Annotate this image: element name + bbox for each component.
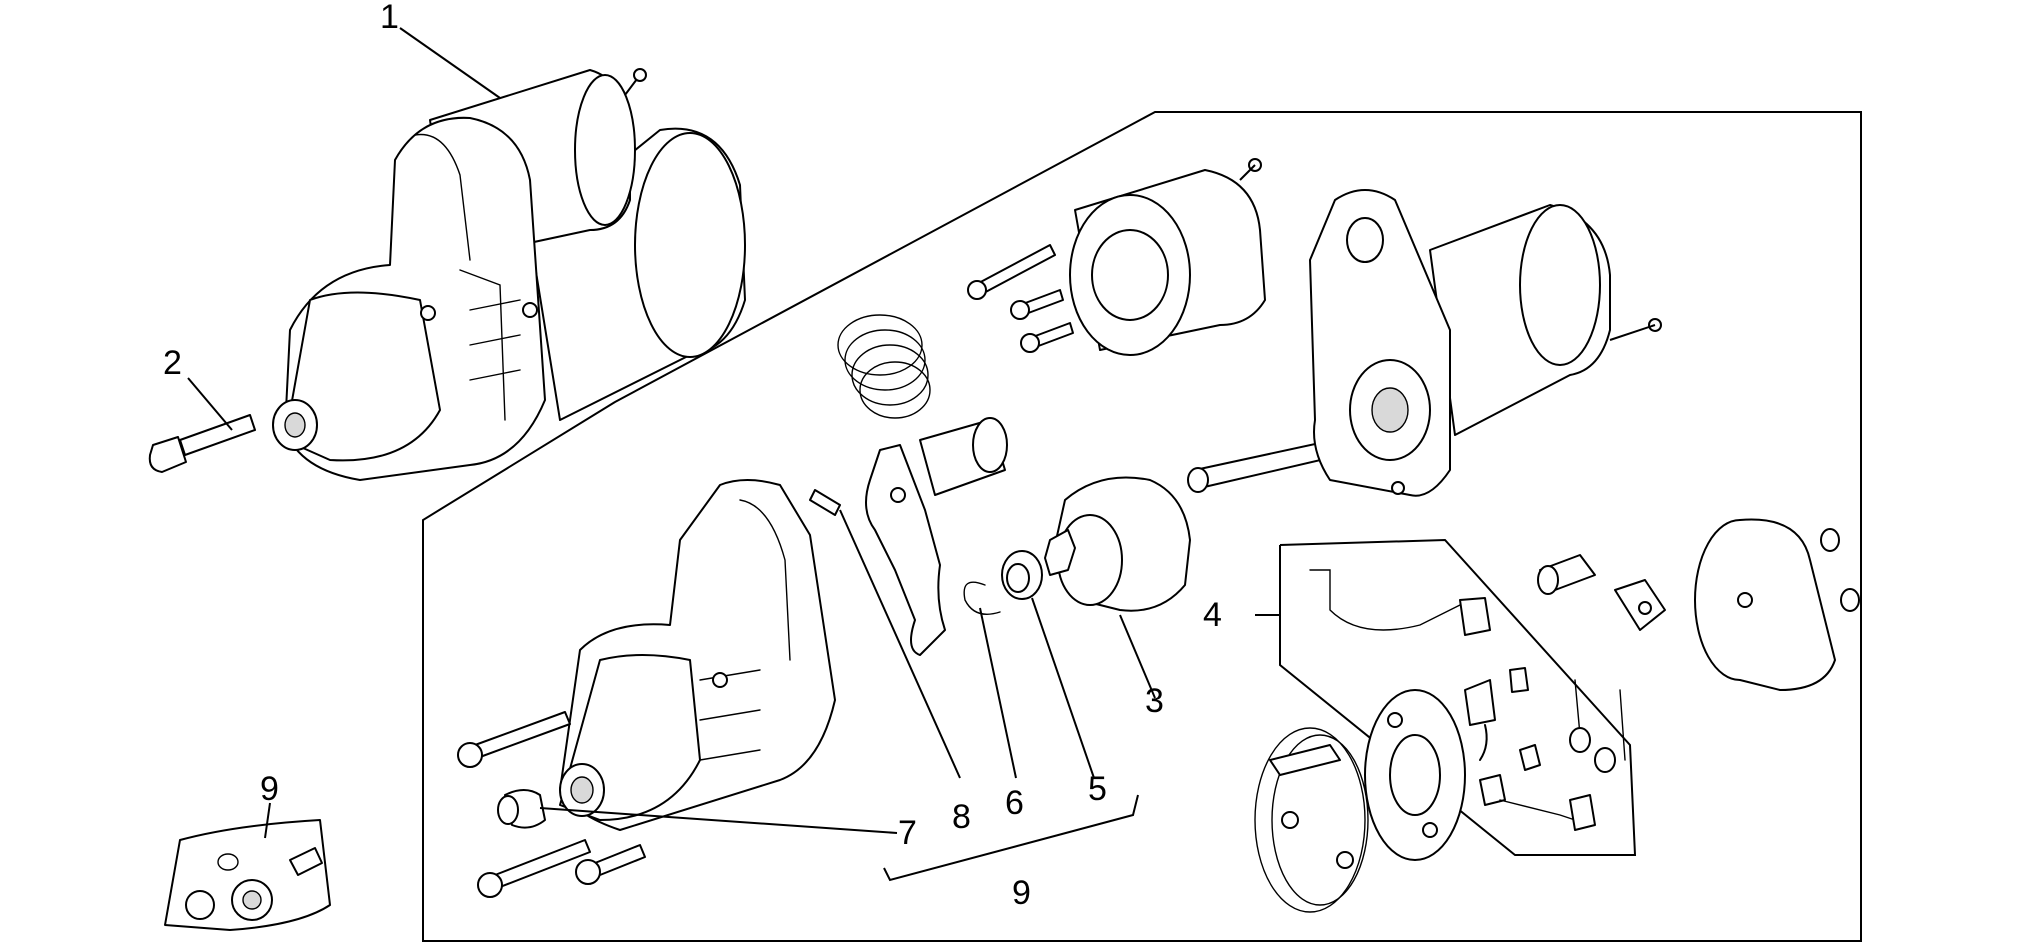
plunger — [919, 417, 1008, 496]
callout-9-kit: 9 — [260, 770, 279, 808]
callout-8: 8 — [952, 798, 971, 836]
callout-3: 3 — [1145, 682, 1164, 720]
repair-kit[interactable] — [164, 819, 331, 931]
leader-lines — [187, 27, 1280, 882]
solenoid — [1069, 158, 1266, 356]
return-spring — [837, 314, 931, 419]
pin[interactable] — [809, 489, 841, 516]
callout-7: 7 — [898, 814, 917, 852]
solenoid-screws — [967, 244, 1074, 353]
callout-labels: 1 2 3 4 5 6 7 8 9 9 — [163, 0, 1222, 912]
commutator-end-plate — [1364, 689, 1466, 861]
fork-lever — [865, 444, 946, 656]
callout-6: 6 — [1005, 784, 1024, 822]
pinion-drive[interactable] — [1044, 476, 1191, 612]
exploded-view-frame — [422, 111, 1862, 942]
callout-5: 5 — [1088, 770, 1107, 808]
callout-1: 1 — [380, 0, 399, 36]
brush-pieces — [1537, 554, 1666, 631]
callout-9-group: 9 — [1012, 874, 1031, 912]
drive-end-housing — [559, 479, 836, 831]
spacer-bush[interactable] — [497, 789, 546, 829]
snap-ring[interactable] — [963, 581, 1001, 615]
end-cap — [1694, 518, 1860, 691]
motor-frame — [1309, 189, 1662, 497]
brush-holder-kit[interactable] — [1279, 538, 1637, 856]
bush[interactable] — [1001, 550, 1043, 600]
starter-motor-assembly[interactable] — [272, 68, 746, 481]
callout-2: 2 — [163, 344, 182, 382]
housing-screws — [457, 711, 646, 898]
bolt[interactable] — [148, 414, 256, 473]
end-cover-ring — [1254, 727, 1369, 913]
callout-4: 4 — [1203, 596, 1222, 634]
